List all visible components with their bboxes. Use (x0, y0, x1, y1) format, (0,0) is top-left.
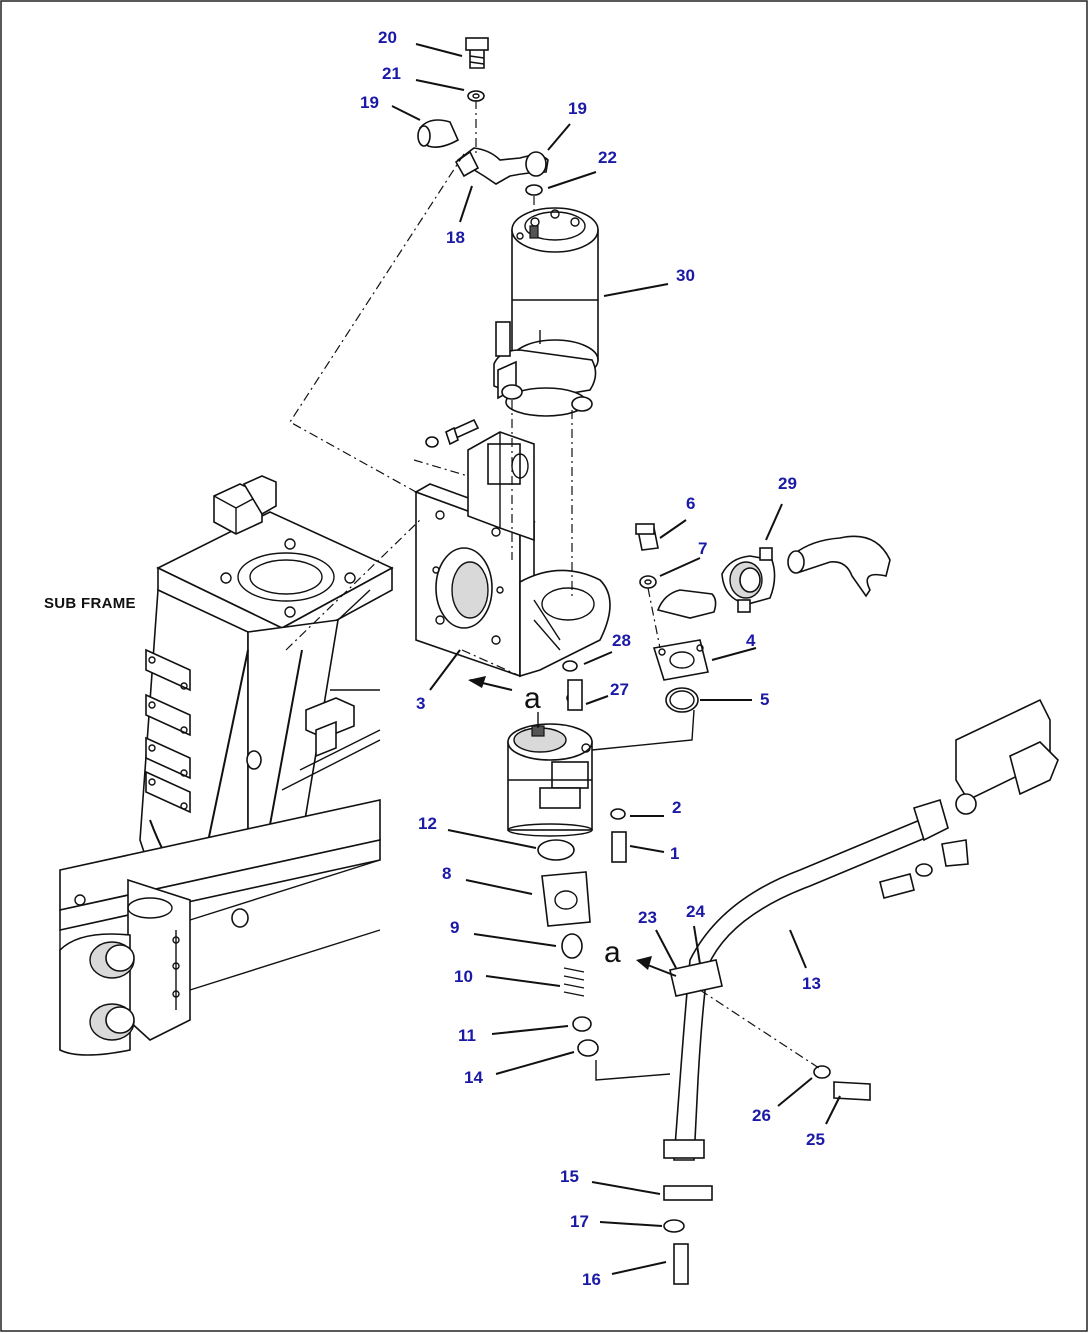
view-mark-a-lower: a (604, 936, 621, 969)
callout-28: 28 (612, 631, 631, 650)
callout-5: 5 (760, 690, 769, 709)
callout-8: 8 (442, 864, 451, 883)
callout-12: 12 (418, 814, 437, 833)
callout-6: 6 (686, 494, 695, 513)
bracket-plate-assembly (414, 418, 611, 678)
callout-16: 16 (582, 1270, 601, 1289)
callout-10: 10 (454, 967, 473, 986)
callout-19-right: 19 (568, 99, 587, 118)
valve-parts (537, 660, 627, 1057)
callout-25: 25 (806, 1130, 825, 1149)
view-mark-a-upper: a (524, 682, 541, 715)
callout-24: 24 (686, 902, 705, 921)
callout-11: 11 (458, 1026, 476, 1045)
callout-23: 23 (638, 908, 657, 927)
leader-lines (391, 43, 841, 1275)
callout-30: 30 (676, 266, 695, 285)
motor-assembly (493, 207, 599, 417)
view-arrows (468, 676, 677, 977)
callout-15: 15 (560, 1167, 579, 1186)
callout-3: 3 (416, 694, 425, 713)
callout-27: 27 (610, 680, 629, 699)
callout-21: 21 (382, 64, 401, 83)
sub-frame-label: SUB FRAME (44, 595, 136, 612)
callout-9: 9 (450, 918, 459, 937)
callout-18: 18 (446, 228, 465, 247)
pump-assembly (507, 712, 593, 837)
callout-22: 22 (598, 148, 617, 167)
callout-26: 26 (752, 1106, 771, 1125)
callout-labels: 20 21 19 19 22 18 30 29 6 7 4 28 27 5 3 … (360, 28, 825, 1289)
callout-19-left: 19 (360, 93, 379, 112)
sub-frame-drawing (59, 475, 394, 1056)
pressure-tube-assembly (663, 698, 1059, 1285)
callout-14: 14 (464, 1068, 483, 1087)
callout-4: 4 (746, 631, 756, 650)
callout-17: 17 (570, 1212, 589, 1231)
callout-29: 29 (778, 474, 797, 493)
callout-7: 7 (698, 539, 707, 558)
hose-fittings-top (417, 37, 549, 196)
suction-fittings (635, 523, 891, 713)
callout-20: 20 (378, 28, 397, 47)
callout-13: 13 (802, 974, 821, 993)
assembly-center-lines (285, 100, 823, 1081)
callout-1: 1 (670, 844, 679, 863)
callout-2: 2 (672, 798, 681, 817)
